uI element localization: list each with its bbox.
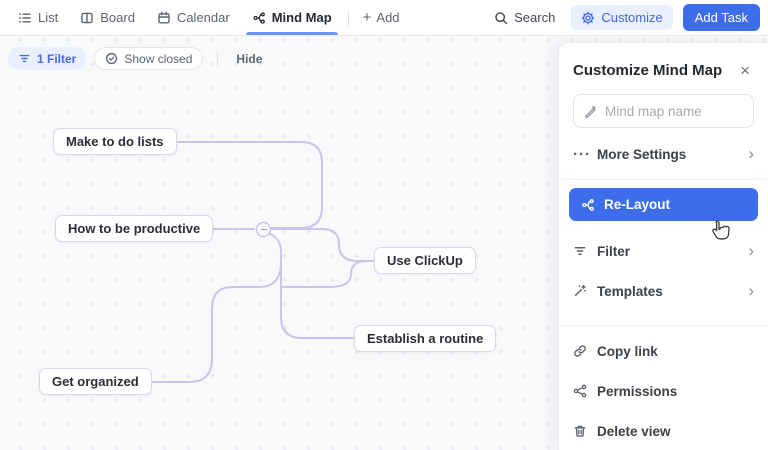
edge-get-organized [146, 262, 281, 382]
tab-board[interactable]: Board [70, 0, 145, 35]
top-bar: List Board Calendar Mind Map + Add Searc… [0, 0, 768, 36]
edge-swoop [281, 261, 367, 287]
tab-separator [348, 10, 349, 26]
show-closed-pill[interactable]: Show closed [94, 47, 203, 70]
tab-calendar-label: Calendar [177, 10, 230, 25]
add-view-label: Add [376, 10, 399, 25]
search-button[interactable]: Search [488, 6, 561, 29]
node-get-organized[interactable]: Get organized [39, 368, 152, 395]
edge-use-clickup [272, 229, 374, 261]
relayout-icon [581, 198, 595, 212]
delete-view-label: Delete view [597, 424, 671, 439]
tab-board-label: Board [100, 10, 135, 25]
board-icon [80, 11, 94, 25]
node-make-to-do-lists[interactable]: Make to do lists [53, 128, 177, 155]
add-view-button[interactable]: + Add [355, 10, 408, 25]
gear-icon [581, 11, 595, 25]
close-icon[interactable]: × [736, 60, 754, 81]
more-settings-item[interactable]: ··· More Settings › [559, 134, 768, 174]
tab-list-label: List [38, 10, 58, 25]
customize-label: Customize [601, 10, 662, 25]
filter-funnel-icon [573, 244, 587, 258]
more-settings-label: More Settings [597, 147, 686, 162]
toolbar-separator [217, 51, 218, 67]
customize-panel: Customize Mind Map × ··· More Settings ›… [558, 42, 768, 450]
trash-icon [573, 424, 587, 438]
show-closed-label: Show closed [124, 52, 192, 66]
filter-pill[interactable]: 1 Filter [8, 47, 86, 70]
link-icon [573, 344, 587, 358]
panel-title: Customize Mind Map [573, 62, 722, 79]
filter-label: Filter [597, 244, 630, 259]
filter-pill-label: 1 Filter [37, 52, 76, 66]
mind-map-icon [252, 11, 266, 25]
list-icon [18, 11, 32, 25]
chevron-right-icon: › [748, 281, 754, 301]
search-label: Search [514, 10, 555, 25]
node-how-to-be-productive[interactable]: How to be productive [55, 215, 213, 242]
tab-list[interactable]: List [8, 0, 68, 35]
chevron-right-icon: › [748, 241, 754, 261]
collapse-branch-button[interactable] [256, 222, 271, 237]
customize-button[interactable]: Customize [571, 5, 672, 30]
permissions-label: Permissions [597, 384, 677, 399]
mind-map-name-input[interactable] [605, 104, 743, 119]
tab-calendar[interactable]: Calendar [147, 0, 240, 35]
mind-map-name-field[interactable] [573, 94, 754, 128]
plus-icon: + [363, 10, 372, 25]
relayout-label: Re-Layout [604, 197, 670, 212]
canvas-toolbar: 1 Filter Show closed Hide [8, 47, 266, 70]
permissions-item[interactable]: Permissions [559, 371, 768, 411]
templates-label: Templates [597, 284, 663, 299]
add-task-button[interactable]: Add Task [683, 4, 760, 31]
calendar-icon [157, 11, 171, 25]
templates-item[interactable]: Templates › [559, 271, 768, 311]
filter-item[interactable]: Filter › [559, 231, 768, 271]
ellipsis-icon: ··· [573, 146, 587, 163]
templates-wand-icon [573, 284, 587, 298]
view-tabs: List Board Calendar Mind Map [8, 0, 342, 35]
panel-divider [559, 325, 768, 326]
chevron-right-icon: › [748, 144, 754, 164]
filter-funnel-icon [18, 52, 31, 65]
pencil-icon [584, 105, 597, 118]
hide-button[interactable]: Hide [232, 52, 266, 66]
tab-mind-map-label: Mind Map [272, 10, 332, 25]
delete-view-item[interactable]: Delete view [559, 411, 768, 450]
relayout-button[interactable]: Re-Layout [569, 188, 758, 221]
panel-divider [559, 179, 768, 180]
node-use-clickup[interactable]: Use ClickUp [374, 247, 476, 274]
search-icon [494, 11, 508, 25]
copy-link-item[interactable]: Copy link [559, 331, 768, 371]
node-establish-a-routine[interactable]: Establish a routine [354, 325, 496, 352]
tab-mind-map[interactable]: Mind Map [242, 0, 342, 35]
copy-link-label: Copy link [597, 344, 658, 359]
share-icon [573, 384, 587, 398]
check-circle-icon [105, 52, 118, 65]
